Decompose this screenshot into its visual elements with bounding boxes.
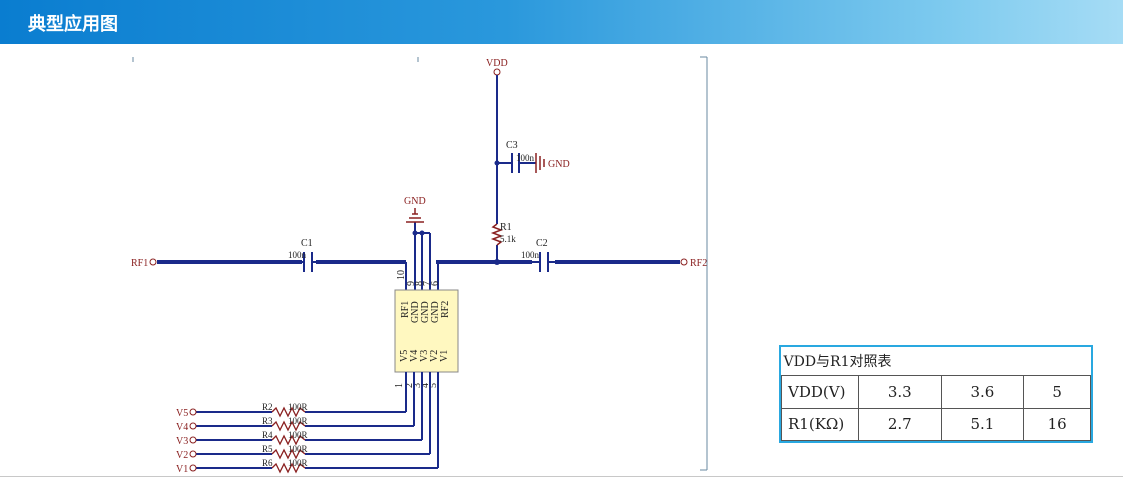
control-traces — [196, 372, 439, 469]
c3-ground-label: GND — [548, 159, 570, 170]
c2-value: 100n — [521, 250, 540, 260]
switch-chip-body — [394, 289, 459, 373]
rf1-port-label: RF1 — [131, 258, 148, 269]
rf2-port-label: RF2 — [690, 258, 707, 269]
r4-value: 100R — [288, 430, 308, 440]
pin-number: 9 — [406, 281, 417, 286]
row-header-r1: R1(KΩ) — [781, 407, 859, 441]
pin-number: 8 — [414, 281, 425, 286]
vdd-rail — [493, 68, 512, 262]
pin-number: 3 — [412, 383, 423, 388]
r6-ref: R6 — [262, 458, 273, 468]
r5-ref: R5 — [262, 444, 273, 454]
pin-name: V1 — [439, 350, 450, 362]
pin-name: GND — [420, 301, 431, 323]
pin-number: 7 — [422, 281, 433, 286]
ground-symbol-c3 — [535, 153, 545, 173]
resistor-r5 — [271, 448, 306, 460]
input-v1-label: V1 — [176, 464, 188, 475]
table-cell: 3.3 — [858, 375, 942, 409]
table-row: R1(KΩ) 2.7 5.1 16 — [781, 407, 1091, 441]
pin-number: 6 — [430, 281, 441, 286]
resistor-r1 — [490, 223, 504, 246]
vdd-label: VDD — [486, 58, 508, 69]
r1-ref: R1 — [500, 222, 512, 233]
pin-name: RF1 — [400, 301, 411, 318]
r5-value: 100R — [288, 444, 308, 454]
pin-name: V2 — [429, 350, 440, 362]
resistor-r2 — [271, 406, 306, 418]
table-caption: VDD与R1对照表 — [781, 347, 1091, 376]
table-row: VDD(V) 3.3 3.6 5 — [781, 375, 1091, 409]
table-cell: 5 — [1023, 375, 1091, 409]
control-resistors — [271, 406, 306, 474]
pin-number: 4 — [420, 383, 431, 388]
chip-ground-label: GND — [404, 196, 426, 207]
pin-number: 1 — [394, 383, 405, 388]
pin-name: V3 — [419, 350, 430, 362]
ground-symbol-chip — [406, 208, 424, 223]
resistor-r3 — [271, 420, 306, 432]
c1-ref: C1 — [301, 238, 313, 249]
r3-ref: R3 — [262, 416, 273, 426]
c3-value: 100n — [516, 153, 535, 163]
capacitor-c2 — [532, 252, 555, 272]
c2-ref: C2 — [536, 238, 548, 249]
resistor-r4 — [271, 434, 306, 446]
capacitor-c3 — [511, 153, 536, 173]
table-cell: 3.6 — [940, 375, 1025, 409]
chip-ground-net — [412, 222, 431, 290]
r6-value: 100R — [288, 458, 308, 468]
chip-top-pin-names: RF1 GND GND GND RF2 — [400, 301, 451, 323]
rf2-trace — [436, 258, 688, 290]
table-cell: 16 — [1023, 407, 1091, 441]
pin-name: V5 — [399, 350, 410, 362]
control-resistor-labels: R2 100R R3 100R R4 100R R5 100R R6 100R — [262, 402, 308, 468]
resistor-r6 — [271, 462, 306, 474]
bottom-divider — [0, 476, 1123, 477]
table-cell: 2.7 — [858, 407, 942, 441]
vdd-r1-table-grid: VDD与R1对照表 VDD(V) 3.3 3.6 5 R1(KΩ) 2.7 5.… — [781, 347, 1091, 441]
pin-name: GND — [430, 301, 441, 323]
section-header: 典型应用图 — [0, 0, 1123, 44]
chip-bottom-pin-numbers: 1 2 3 4 5 — [394, 383, 439, 388]
rf1-trace — [149, 258, 407, 290]
c1-value: 100n — [288, 250, 307, 260]
input-v5-label: V5 — [176, 408, 188, 419]
input-v3-label: V3 — [176, 436, 188, 447]
c3-ref: C3 — [506, 140, 518, 151]
pin-number: 2 — [404, 383, 415, 388]
pin-name: RF2 — [440, 301, 451, 318]
drawing-frame — [132, 56, 708, 471]
r2-value: 100R — [288, 402, 308, 412]
pin-number: 10 — [396, 270, 407, 280]
r3-value: 100R — [288, 416, 308, 426]
input-v2-label: V2 — [176, 450, 188, 461]
chip-top-pin-numbers: 10 9 8 7 6 — [396, 270, 441, 286]
vdd-r1-table: VDD与R1对照表 VDD(V) 3.3 3.6 5 R1(KΩ) 2.7 5.… — [779, 345, 1093, 443]
r1-value: 5.1k — [500, 234, 516, 244]
table-cell: 5.1 — [940, 407, 1025, 441]
input-v4-label: V4 — [176, 422, 188, 433]
row-header-vdd: VDD(V) — [781, 375, 859, 409]
pin-number: 5 — [428, 383, 439, 388]
control-input-terminals — [189, 408, 197, 472]
r2-ref: R2 — [262, 402, 273, 412]
chip-bottom-pin-names: V5 V4 V3 V2 V1 — [399, 350, 450, 362]
pin-name: GND — [410, 301, 421, 323]
capacitor-c1 — [302, 252, 316, 272]
control-input-labels: V5 V4 V3 V2 V1 — [176, 408, 188, 475]
r4-ref: R4 — [262, 430, 273, 440]
section-title: 典型应用图 — [28, 14, 118, 35]
pin-name: V4 — [409, 350, 420, 362]
